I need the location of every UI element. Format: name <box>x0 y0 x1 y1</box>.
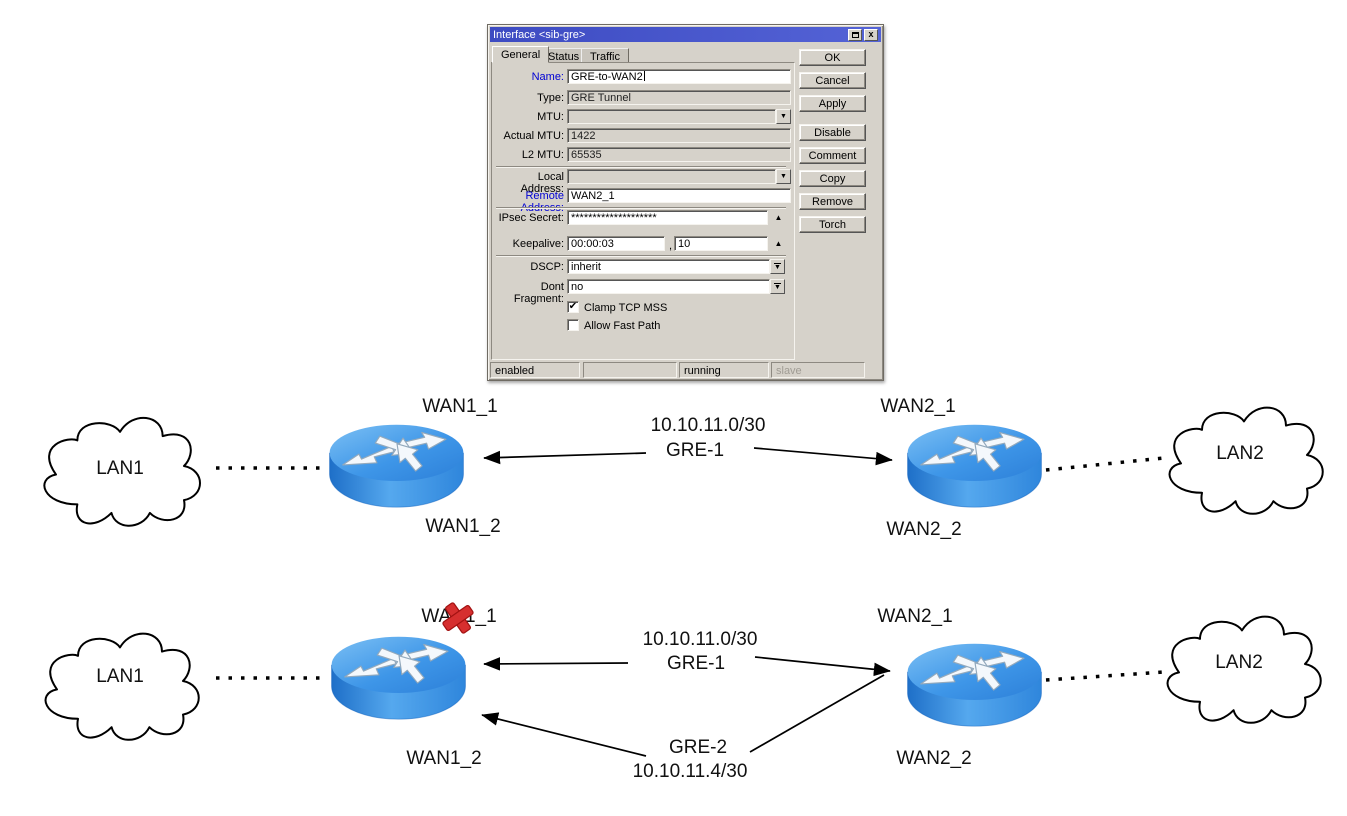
actual-mtu-field: 1422 <box>567 128 791 143</box>
wan2-1-label: WAN2_1 <box>880 396 956 417</box>
maximize-icon <box>851 31 859 38</box>
chevron-down-icon: ▼ <box>780 173 787 180</box>
local-address-label: Local Address: <box>520 171 564 195</box>
keepalive-retries-input[interactable]: 10 <box>674 236 768 251</box>
keepalive-separator: , <box>668 240 672 252</box>
l2-mtu-field: 65535 <box>567 147 791 162</box>
ipsec-secret-input[interactable]: ******************** <box>567 210 768 225</box>
mtu-field <box>567 109 776 124</box>
tunnel1-name-label: GRE-1 <box>666 653 726 674</box>
cancel-button[interactable]: Cancel <box>799 72 866 89</box>
local-address-field <box>567 169 776 184</box>
chevron-up-icon: ▲ <box>774 239 783 248</box>
mtu-label: MTU: <box>537 111 564 123</box>
gre1-arrow-left <box>483 657 629 671</box>
interface-dialog: Interface <sib-gre> x General Status Tra… <box>487 24 884 381</box>
wan2-1-label: WAN2_1 <box>877 606 953 627</box>
tab-page-general <box>491 62 795 360</box>
ok-button[interactable]: OK <box>799 49 866 66</box>
row2-connectors <box>216 656 1165 757</box>
remote-address-input[interactable]: WAN2_1 <box>567 188 791 203</box>
router-icon <box>906 424 1043 508</box>
gre1-arrow-right <box>754 656 891 677</box>
router-icon <box>328 424 465 508</box>
local-address-dropdown-button[interactable]: ▼ <box>776 169 791 184</box>
dont-fragment-input[interactable]: no <box>567 279 770 294</box>
separator <box>496 166 786 168</box>
l2-mtu-label: L2 MTU: <box>521 149 564 161</box>
disable-button[interactable]: Disable <box>799 124 866 141</box>
copy-button[interactable]: Copy <box>799 170 866 187</box>
lan1-label: LAN1 <box>96 666 144 687</box>
override-bar-icon <box>774 283 781 284</box>
allow-fast-path-label: Allow Fast Path <box>584 320 661 332</box>
keepalive-label: Keepalive: <box>512 238 564 250</box>
lan2-label: LAN2 <box>1215 652 1263 673</box>
type-field: GRE Tunnel <box>567 90 791 105</box>
dscp-override-dropdown-button[interactable]: ▼ <box>770 259 785 274</box>
remove-button[interactable]: Remove <box>799 193 866 210</box>
name-label: Name: <box>531 71 564 83</box>
mtu-dropdown-button[interactable]: ▼ <box>776 109 791 124</box>
separator <box>496 207 786 209</box>
wan1-2-label: WAN1_2 <box>406 748 482 769</box>
tab-traffic[interactable]: Traffic <box>581 48 629 63</box>
apply-button[interactable]: Apply <box>799 95 866 112</box>
dscp-input[interactable]: inherit <box>567 259 770 274</box>
actual-mtu-label: Actual MTU: <box>503 130 564 142</box>
torch-button[interactable]: Torch <box>799 216 866 233</box>
separator <box>496 255 786 257</box>
override-bar-icon <box>774 263 781 264</box>
wan1-1-label: WAN1_1 <box>422 396 498 417</box>
dont-fragment-override-dropdown-button[interactable]: ▼ <box>770 279 785 294</box>
tunnel2-subnet-label: 10.10.11.4/30 <box>632 761 748 782</box>
wan1-2-label: WAN1_2 <box>425 516 501 537</box>
gre1-arrow-left <box>483 450 647 465</box>
tunnel-name-label: GRE-1 <box>665 440 725 461</box>
type-label: Type: <box>537 92 564 104</box>
status-running: running <box>679 362 769 378</box>
remote-address-label: Remote Address: <box>520 190 564 214</box>
gre2-line-right <box>749 674 885 753</box>
chevron-down-icon: ▼ <box>774 264 781 271</box>
gre2-arrow-left <box>481 712 647 757</box>
router-icon <box>330 636 467 720</box>
ipsec-secret-label: IPsec Secret: <box>498 212 564 224</box>
router-icon <box>906 643 1043 727</box>
status-enabled: enabled <box>490 362 580 378</box>
wan2-2-label: WAN2_2 <box>886 519 962 540</box>
wan2-2-label: WAN2_2 <box>896 748 972 769</box>
dialog-title: Interface <sib-gre> <box>493 28 586 41</box>
check-icon: ✔ <box>568 301 578 312</box>
text-cursor <box>643 71 645 81</box>
clamp-tcp-mss-checkbox[interactable]: ✔ <box>567 301 579 313</box>
lan2-label: LAN2 <box>1216 443 1264 464</box>
close-icon: x <box>868 29 874 39</box>
dont-fragment-label: Dont Fragment: <box>513 281 564 305</box>
status-slave: slave <box>771 362 865 378</box>
chevron-down-icon: ▼ <box>780 113 787 120</box>
row1-connectors <box>216 447 1165 472</box>
tab-general[interactable]: General <box>492 46 550 63</box>
keepalive-time-input[interactable]: 00:00:03 <box>567 236 665 251</box>
ipsec-collapse-button[interactable]: ▲ <box>772 211 785 224</box>
dscp-label: DSCP: <box>530 261 564 273</box>
dialog-titlebar[interactable]: Interface <sib-gre> x <box>490 27 881 42</box>
name-input[interactable]: GRE-to-WAN2 <box>567 69 791 84</box>
close-button[interactable]: x <box>864 28 878 41</box>
chevron-down-icon: ▼ <box>774 284 781 291</box>
failure-x-icon <box>440 600 476 636</box>
clamp-tcp-mss-label: Clamp TCP MSS <box>584 302 668 314</box>
maximize-button[interactable] <box>848 28 862 41</box>
gre1-arrow-right <box>753 447 893 466</box>
tunnel1-subnet-label: 10.10.11.0/30 <box>642 629 758 650</box>
comment-button[interactable]: Comment <box>799 147 866 164</box>
lan1-label: LAN1 <box>96 458 144 479</box>
allow-fast-path-checkbox[interactable] <box>567 319 579 331</box>
chevron-up-icon: ▲ <box>774 213 783 222</box>
status-empty <box>583 362 677 378</box>
tunnel-subnet-label: 10.10.11.0/30 <box>650 415 766 436</box>
tunnel2-name-label: GRE-2 <box>668 737 728 758</box>
keepalive-collapse-button[interactable]: ▲ <box>772 237 785 250</box>
